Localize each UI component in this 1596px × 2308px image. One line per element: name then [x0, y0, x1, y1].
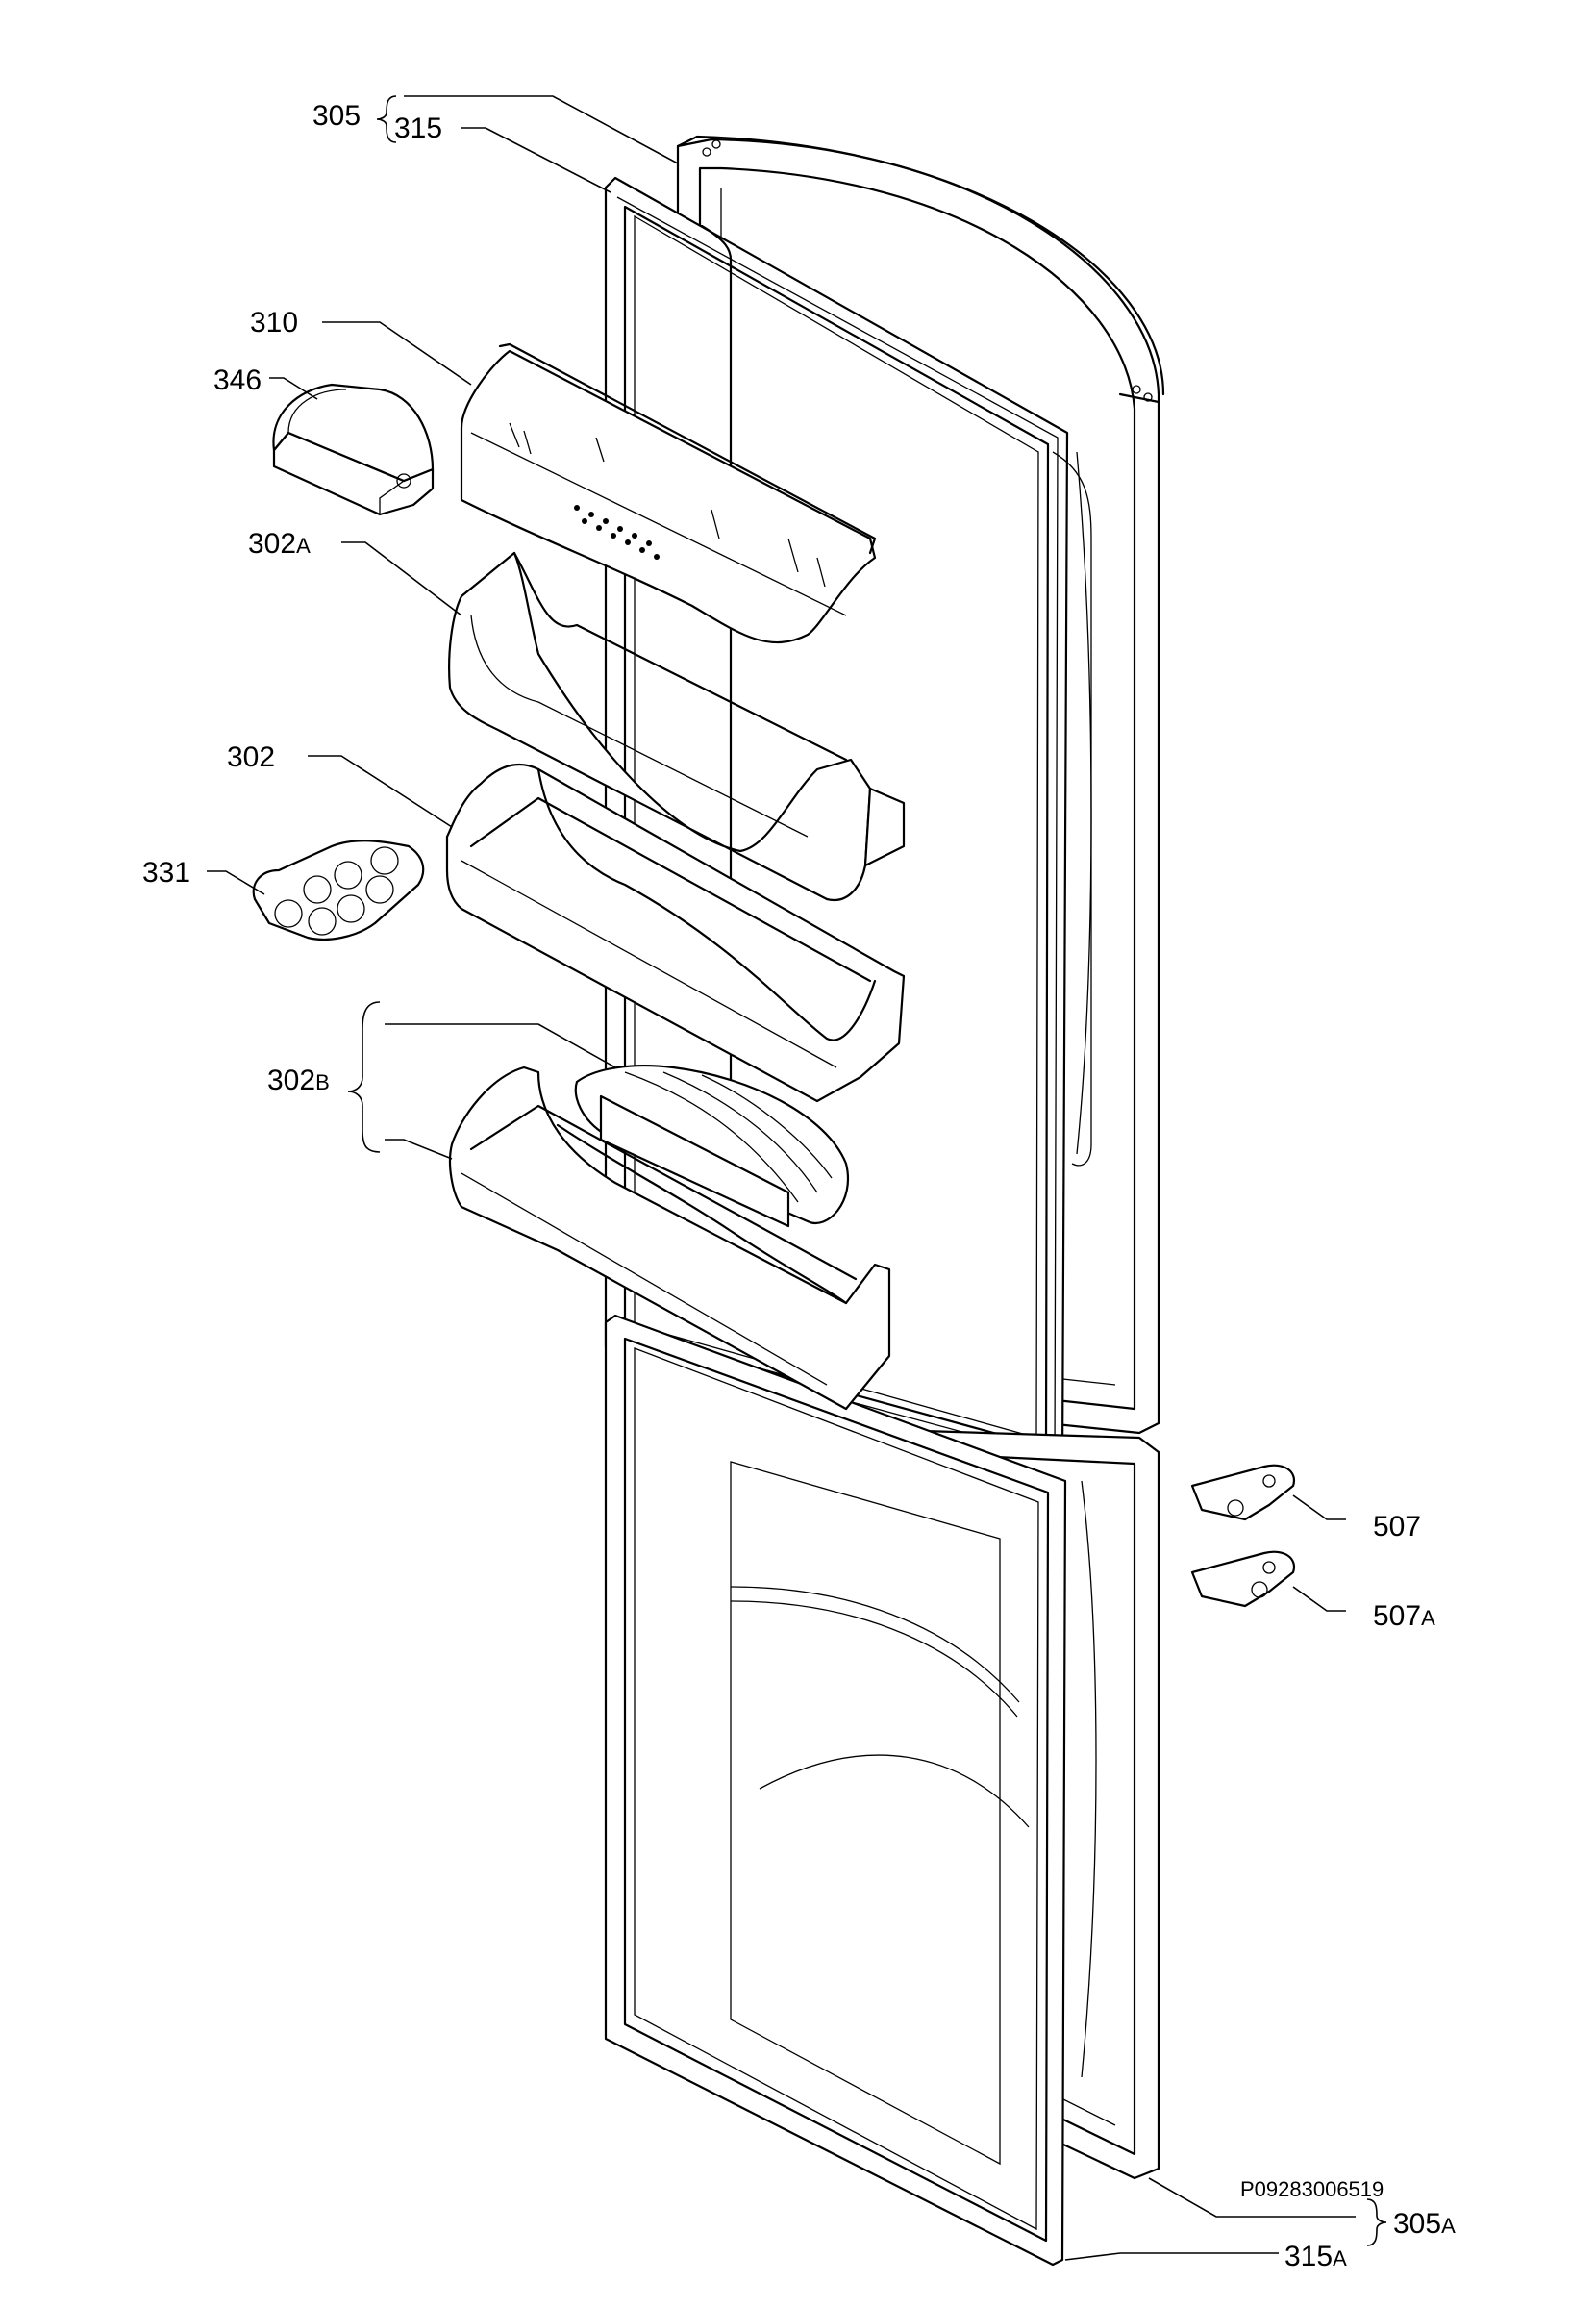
label-315: 315 — [394, 113, 442, 144]
label-302: 302 — [227, 741, 275, 773]
label-507a: 507A — [1373, 1600, 1435, 1632]
label-507: 507 — [1373, 1511, 1421, 1543]
label-305: 305 — [312, 100, 361, 132]
butter-compartment-part — [272, 383, 435, 516]
hinge-507a-part — [1190, 1550, 1296, 1608]
door-bin-302-part — [445, 763, 906, 1103]
label-310: 310 — [250, 307, 298, 339]
door-bin-302b-part — [448, 1066, 891, 1411]
dairy-flap-part — [460, 342, 877, 644]
label-315a: 315A — [1284, 2241, 1347, 2272]
leader-lines — [207, 95, 1387, 2261]
callout-labels: 305 315 310 346 302A 302 331 302B 507 50… — [142, 100, 1456, 2272]
bottle-divider-part — [574, 1065, 849, 1228]
label-305a: 305A — [1393, 2208, 1456, 2240]
label-302b: 302B — [267, 1065, 330, 1096]
label-346: 346 — [213, 364, 262, 396]
label-302a: 302A — [248, 528, 311, 560]
label-331: 331 — [142, 857, 190, 889]
door-bin-302a-part — [448, 551, 906, 902]
vent-dots — [574, 505, 660, 560]
lower-door-gasket — [604, 1314, 1067, 2267]
hinge-507-part — [1190, 1464, 1296, 1521]
egg-tray-part — [252, 840, 425, 941]
drawing-code: P09283006519 — [1240, 2177, 1384, 2201]
